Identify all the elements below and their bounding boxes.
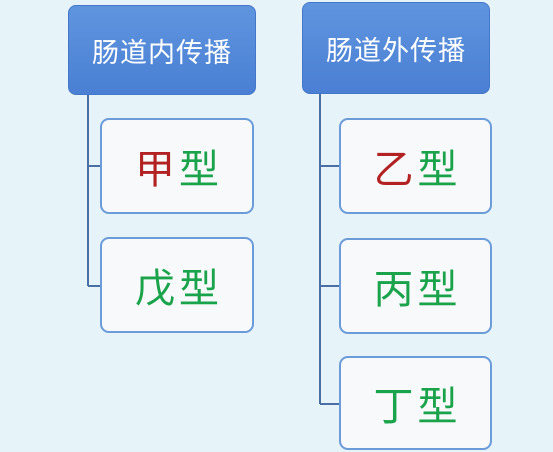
type-suffix: 型	[417, 384, 458, 430]
group-header-label: 肠道外传播	[326, 35, 466, 67]
group-header-label: 肠道内传播	[92, 37, 232, 69]
type-box-hepatitis-c: 丙型	[339, 238, 492, 334]
group-header-enteric: 肠道内传播	[68, 5, 256, 95]
type-suffix: 型	[179, 266, 219, 312]
type-box-hepatitis-b: 乙型	[339, 118, 492, 214]
type-letter: 丁	[373, 384, 414, 430]
type-letter: 甲	[135, 147, 175, 193]
type-box-hepatitis-a: 甲型	[100, 118, 254, 214]
type-letter: 乙	[373, 147, 414, 193]
type-box-hepatitis-e: 戊型	[100, 237, 254, 333]
type-letter: 戊	[135, 266, 175, 312]
type-suffix: 型	[179, 147, 219, 193]
group-header-parenteral: 肠道外传播	[302, 2, 490, 94]
type-suffix: 型	[417, 267, 458, 313]
type-suffix: 型	[417, 147, 458, 193]
type-letter: 丙	[373, 267, 414, 313]
type-box-hepatitis-d: 丁型	[339, 356, 492, 450]
